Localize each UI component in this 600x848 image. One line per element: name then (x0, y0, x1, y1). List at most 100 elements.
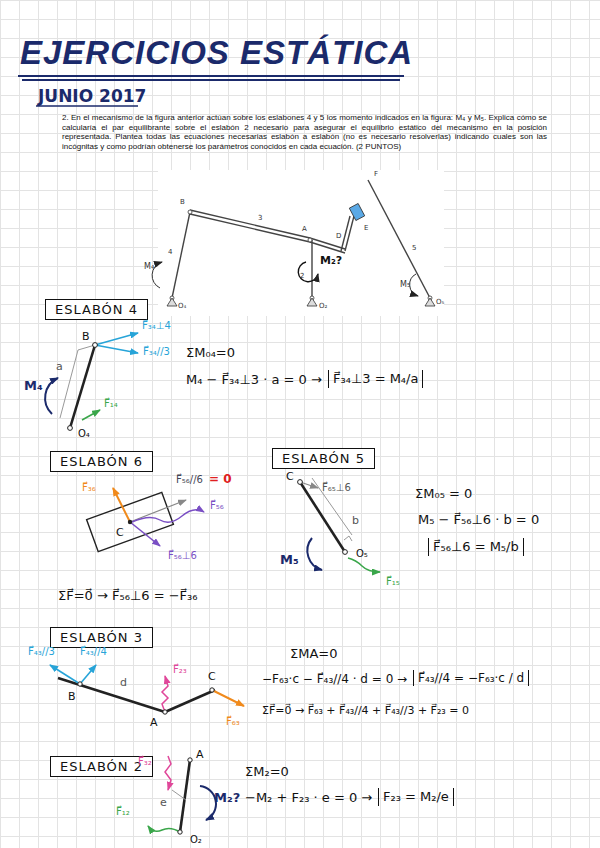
sketch-line (80, 665, 96, 684)
sketch-line (113, 488, 130, 522)
sketch-path (200, 786, 216, 820)
sketch-path (162, 676, 168, 712)
problem-text: 2. En el mecanismo de la figura anterior… (62, 113, 547, 151)
sketch-circle (188, 210, 192, 214)
moment-label: M₅ (400, 280, 410, 290)
force-label: F⃗₄₃//3 (28, 646, 55, 658)
pivot-label: O₂ (190, 834, 202, 846)
page-title: EJERCICIOS ESTÁTICA (20, 34, 413, 72)
force-label: F⃗₁₅ (386, 576, 400, 588)
force-label: F⃗₃₆ (82, 482, 96, 494)
link-4-sketch (45, 333, 138, 430)
point-label: C (286, 470, 294, 483)
force-label: F⃗₃₄⊥4 (142, 320, 171, 332)
section-heading: ESLABÓN 2 (60, 759, 143, 774)
sketch-path (45, 378, 58, 414)
point-label: A (150, 716, 158, 729)
sketch-line (172, 790, 186, 800)
link-number: 3 (258, 214, 262, 222)
point-label: B (180, 198, 185, 206)
force-label: F⃗₂₃ (173, 664, 187, 676)
equation: ΣM₂=0 (245, 764, 289, 780)
equation: ΣF⃗=0⃗ → F⃗₅₆⊥6 = −F⃗₃₆ (58, 588, 197, 604)
sketch-circle (178, 830, 182, 834)
force-label: F⃗₄₃//4 (80, 646, 107, 658)
sketch-rect (158, 170, 444, 316)
equation-result: F⃗₃₄⊥3 = M₄/a (328, 370, 423, 388)
sketch-circle (78, 682, 82, 686)
sketch-circle (298, 480, 303, 485)
link-6-sketch (87, 488, 204, 552)
sketch-circle (163, 710, 167, 714)
sketch-g (170, 210, 432, 300)
pivot-label: O₅ (436, 298, 444, 306)
sketch-line (190, 214, 310, 242)
sketch-line (165, 690, 215, 712)
sketch-circle (343, 550, 348, 555)
sketch-rect (87, 492, 174, 551)
point-label: D (336, 232, 341, 240)
moment-label: M₅ (280, 552, 299, 568)
force-label: F⃗₃₂ (138, 756, 152, 768)
distance-label: d (120, 676, 127, 689)
section-heading: ESLABÓN 5 (282, 451, 365, 466)
sketch-line (95, 333, 138, 345)
sketch-circle (128, 520, 132, 524)
sketch-line (58, 678, 165, 712)
sketch-path (348, 558, 380, 572)
section-box: ESLABÓN 3 (50, 627, 153, 648)
sketch-line (82, 410, 100, 420)
section-heading: ESLABÓN 4 (55, 302, 138, 317)
sketch-line (18, 75, 404, 77)
point-label: B (68, 690, 76, 703)
subtitle: JUNIO 2017 (38, 86, 146, 106)
link-2-sketch (148, 756, 216, 834)
equation-result: F₂₃ = M₂/e (378, 788, 454, 806)
moment-label: M₄ (144, 262, 154, 272)
sketch-path (425, 298, 435, 306)
pivot-label: O₂ (319, 302, 327, 310)
distance-label: a (56, 360, 63, 373)
sketch-circle (93, 343, 98, 348)
link-number: 4 (168, 248, 172, 256)
sketch-line (341, 216, 350, 251)
sketch-circle (68, 426, 73, 431)
sketch-path (148, 826, 180, 832)
sketch-rect (349, 203, 364, 220)
sketch-g (167, 298, 435, 306)
equation-result: = 0 (209, 472, 232, 486)
force-label: F⃗₅₆⊥6 (168, 550, 197, 562)
force-label: F⃗₁₂ (116, 806, 130, 818)
moment-label: M₄ (24, 378, 43, 394)
moment-label: M₂? (214, 790, 240, 806)
pivot-label: O₄ (178, 302, 186, 310)
sketch-line (310, 242, 345, 253)
sketch-path (344, 536, 352, 541)
sketch-line (345, 216, 354, 251)
section-heading: ESLABÓN 3 (60, 630, 143, 645)
section-box: ESLABÓN 5 (272, 448, 375, 469)
equation: ΣM₀₅ = 0 (415, 486, 472, 502)
equation: M₄ − F⃗₃₄⊥3 · a = 0 → (186, 372, 322, 388)
force-label: F⃗₅₆//6 (176, 474, 203, 486)
distance-label: b (352, 514, 359, 527)
sketch-path (410, 274, 418, 296)
link-number: 5 (412, 244, 416, 252)
sketch-line (172, 212, 190, 298)
sketch-line (212, 690, 244, 706)
sketch-line (22, 79, 400, 81)
force-label: F⃗₆₅⊥6 (322, 482, 351, 494)
link-5-sketch (298, 478, 380, 572)
equation: ΣF⃗=0⃗ → F⃗₆₃ + F⃗₄₃//4 + F⃗₄₃//3 + F⃗₂₃… (262, 704, 469, 717)
point-label: A (196, 748, 204, 761)
equation-result: F⃗₄₃//4 = −F₆₃·c / d (413, 670, 529, 686)
sketch-line (50, 665, 80, 684)
section-box: ESLABÓN 4 (45, 299, 148, 320)
section-heading: ESLABÓN 6 (60, 454, 143, 469)
point-label: F (374, 170, 378, 178)
sketch-path (165, 756, 171, 790)
sketch-line (180, 760, 190, 832)
sketch-path (132, 510, 204, 523)
sketch-path (298, 262, 318, 282)
